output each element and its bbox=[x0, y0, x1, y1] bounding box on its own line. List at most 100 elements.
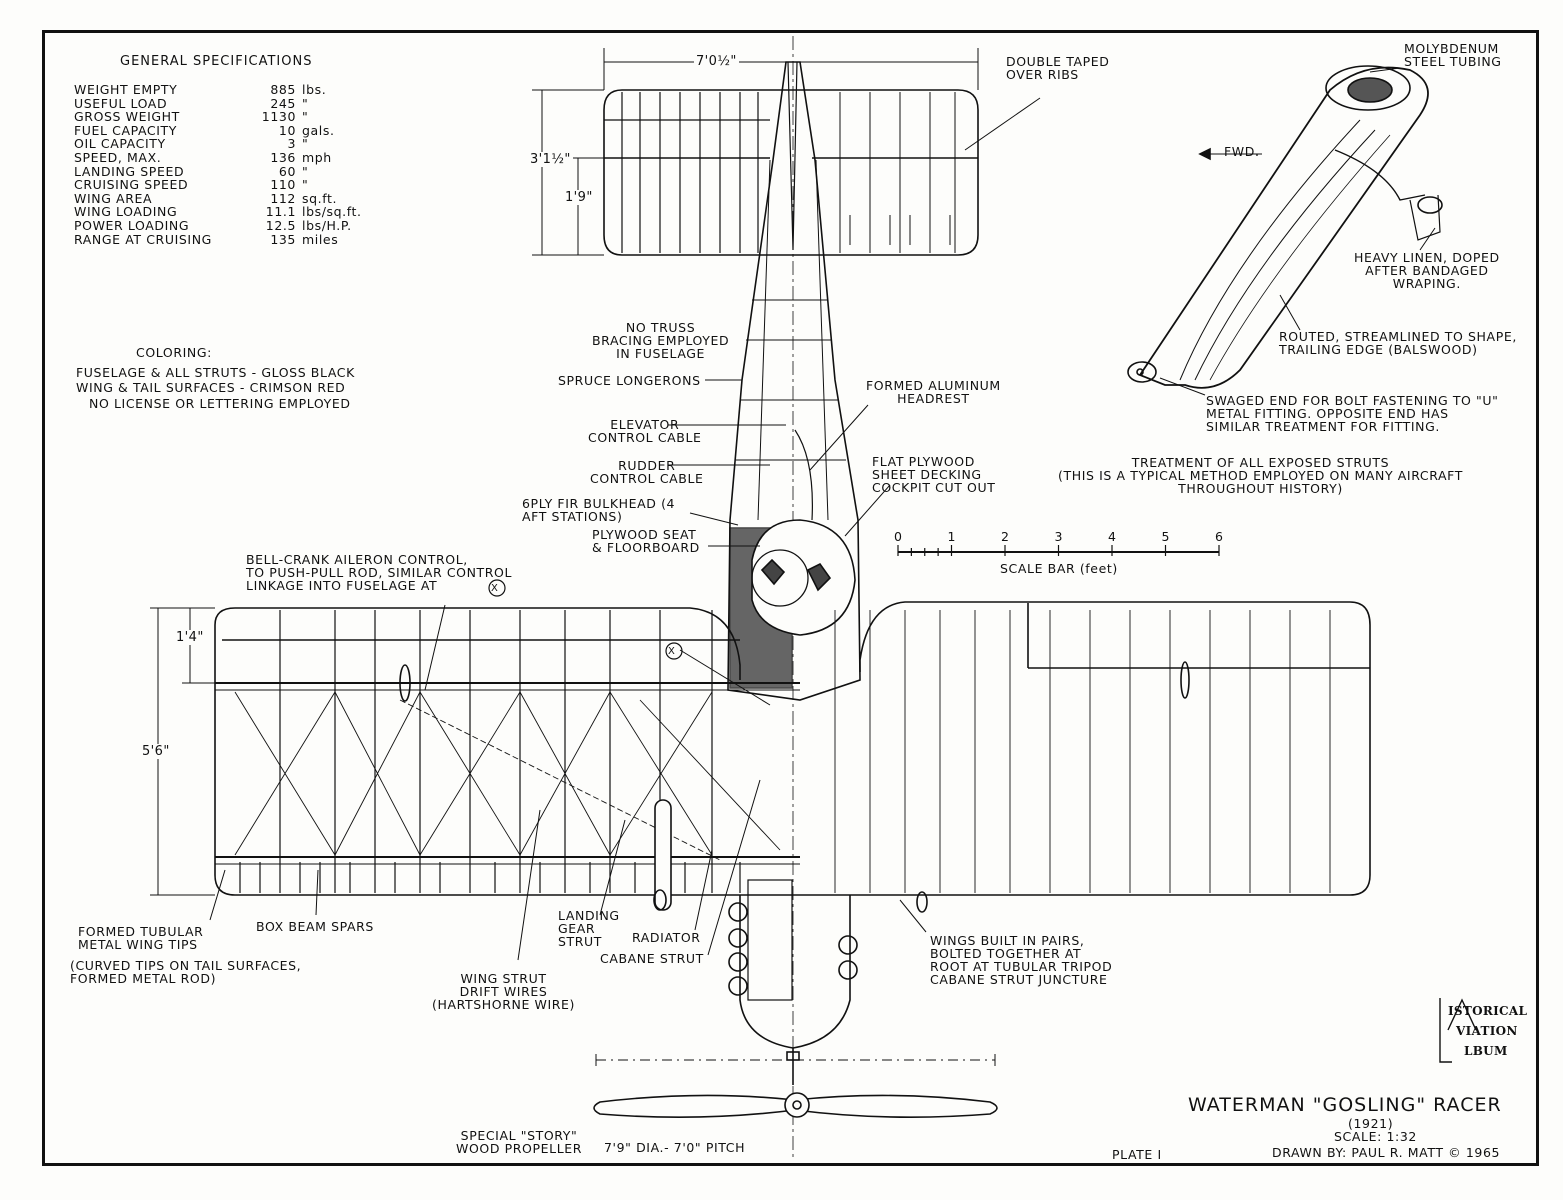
propeller bbox=[593, 1054, 998, 1118]
dimension-tail-chord: 3'1½" bbox=[528, 152, 573, 167]
spec-unit: lbs. bbox=[302, 82, 327, 97]
spec-row: RANGE AT CRUISING 135 miles bbox=[74, 231, 382, 247]
scale-tick-label: 2 bbox=[1001, 529, 1010, 544]
spec-value: 3 bbox=[287, 136, 296, 152]
spec-unit: sq.ft. bbox=[302, 190, 338, 206]
callout-headrest: FORMED ALUMINUM HEADREST bbox=[866, 378, 1001, 406]
scale-tick-label: 6 bbox=[1215, 529, 1224, 544]
callout-spruce-longerons: SPRUCE LONGERONS bbox=[558, 373, 701, 388]
spec-value: 135 bbox=[270, 231, 296, 247]
spec-label: WING LOADING bbox=[74, 204, 178, 220]
spec-unit: lbs/H.P. bbox=[302, 217, 352, 233]
dimension-elevator-chord: 1'9" bbox=[563, 190, 595, 205]
spec-unit: " bbox=[302, 177, 309, 193]
logo-line-2: VIATION bbox=[1456, 1024, 1518, 1038]
marker-x-label-wing: X bbox=[668, 646, 676, 657]
spec-label: POWER LOADING bbox=[74, 217, 190, 233]
drawing-scale: SCALE: 1:32 bbox=[1334, 1129, 1417, 1144]
engine-nose bbox=[728, 879, 858, 1085]
detail-heavy-linen: HEAVY LINEN, DOPED AFTER BANDAGED WRAPIN… bbox=[1354, 250, 1500, 291]
drawn-by: DRAWN BY: PAUL R. MATT © 1965 bbox=[1272, 1145, 1501, 1160]
spec-label: SPEED, MAX. bbox=[74, 149, 162, 165]
callout-wing-tips: FORMED TUBULAR METAL WING TIPS bbox=[78, 924, 204, 952]
coloring-line-1: FUSELAGE & ALL STRUTS - GLOSS BLACK bbox=[76, 365, 355, 380]
spec-label: RANGE AT CRUISING bbox=[74, 231, 212, 247]
spec-unit: miles bbox=[302, 231, 339, 247]
specifications-title: GENERAL SPECIFICATIONS bbox=[120, 54, 313, 69]
spec-row: WEIGHT EMPTY 885 lbs. bbox=[74, 83, 382, 97]
scale-tick-label: 0 bbox=[894, 529, 903, 544]
callout-prop-spec: 7'9" DIA.- 7'0" PITCH bbox=[604, 1140, 746, 1155]
spec-row: WING LOADING 11.1 lbs/sq.ft. bbox=[74, 205, 382, 219]
spec-value: 11.1 bbox=[265, 204, 296, 220]
callout-decking: FLAT PLYWOOD SHEET DECKING COCKPIT CUT O… bbox=[872, 454, 996, 495]
spec-unit: lbs/sq.ft. bbox=[302, 204, 362, 220]
callout-bulkhead: 6PLY FIR BULKHEAD (4 AFT STATIONS) bbox=[522, 496, 676, 524]
callout-no-truss: NO TRUSS BRACING EMPLOYED IN FUSELAGE bbox=[592, 320, 730, 361]
scale-tick-label: 5 bbox=[1161, 529, 1171, 544]
spec-value: 1130 bbox=[261, 109, 296, 125]
scale-bar bbox=[897, 545, 1220, 556]
spec-label: CRUISING SPEED bbox=[74, 177, 189, 193]
specifications-table: WEIGHT EMPTY 885 lbs. USEFUL LOAD 245 " GROSS … bbox=[74, 83, 382, 246]
spec-unit: " bbox=[302, 136, 309, 152]
spec-label: GROSS WEIGHT bbox=[74, 109, 180, 125]
callout-landing-gear: LANDING GEAR STRUT bbox=[558, 908, 620, 949]
spec-value: 885 bbox=[270, 82, 296, 97]
spec-label: USEFUL LOAD bbox=[74, 95, 168, 111]
callout-propeller: SPECIAL "STORY" WOOD PROPELLER bbox=[456, 1128, 583, 1156]
spec-value: 136 bbox=[270, 149, 296, 165]
left-wing-structure bbox=[214, 607, 800, 911]
dimension-tail-span: 7'0½" bbox=[694, 54, 739, 69]
dimension-wing-chord: 5'6" bbox=[140, 744, 172, 759]
spec-unit: mph bbox=[302, 149, 332, 165]
scale-tick-label: 4 bbox=[1108, 529, 1117, 544]
scale-bar-label: SCALE BAR (feet) bbox=[1000, 561, 1118, 576]
spec-value: 245 bbox=[270, 95, 296, 111]
spec-label: OIL CAPACITY bbox=[74, 136, 166, 152]
plate-number: PLATE I bbox=[1112, 1147, 1162, 1162]
marker-x-label: X bbox=[491, 583, 499, 594]
detail-treatment: TREATMENT OF ALL EXPOSED STRUTS (THIS IS… bbox=[1058, 455, 1463, 496]
right-wing-covered bbox=[800, 601, 1371, 913]
spec-value: 60 bbox=[278, 163, 296, 179]
spec-unit: " bbox=[302, 163, 309, 179]
spec-value: 12.5 bbox=[265, 217, 296, 233]
drawing-title: WATERMAN "GOSLING" RACER bbox=[1188, 1094, 1502, 1116]
spec-row: SPEED, MAX. 136 mph bbox=[74, 151, 382, 165]
fuselage bbox=[727, 61, 861, 701]
tail-plane bbox=[603, 89, 979, 256]
dimension-lines bbox=[150, 48, 979, 896]
callout-elevator-cable: ELEVATOR CONTROL CABLE bbox=[588, 417, 702, 445]
logo-mark bbox=[1439, 998, 1477, 1063]
callout-bell-crank: BELL-CRANK AILERON CONTROL, TO PUSH-PULL… bbox=[246, 552, 513, 593]
drawing-border bbox=[42, 30, 1539, 1166]
detail-swaged: SWAGED END FOR BOLT FASTENING TO "U" MET… bbox=[1206, 393, 1499, 434]
spec-value: 10 bbox=[278, 122, 296, 138]
drawing-year: (1921) bbox=[1348, 1116, 1394, 1131]
spec-row: OIL CAPACITY 3 " bbox=[74, 137, 382, 151]
spec-label: FUEL CAPACITY bbox=[74, 122, 178, 138]
spec-label: LANDING SPEED bbox=[74, 163, 185, 179]
spec-row: POWER LOADING 12.5 lbs/H.P. bbox=[74, 219, 382, 233]
callout-box-beam: BOX BEAM SPARS bbox=[256, 919, 374, 934]
detail-molybdenum: MOLYBDENUM STEEL TUBING bbox=[1404, 41, 1502, 69]
historical-aviation-album-logo: ISTORICAL VIATION LBUM bbox=[1436, 996, 1527, 1060]
coloring-title: COLORING: bbox=[136, 345, 212, 360]
callout-double-taped: DOUBLE TAPED OVER RIBS bbox=[1006, 54, 1110, 82]
spec-label: WEIGHT EMPTY bbox=[74, 82, 178, 97]
callout-drift-wires: WING STRUT DRIFT WIRES (HARTSHORNE WIRE) bbox=[432, 971, 576, 1012]
logo-line-1: ISTORICAL bbox=[1448, 1004, 1528, 1018]
dimension-aileron-chord: 1'4" bbox=[174, 630, 206, 645]
scale-tick-label: 3 bbox=[1054, 529, 1064, 544]
strut-detail-illustration bbox=[1127, 65, 1443, 396]
callout-wings-built: WINGS BUILT IN PAIRS, BOLTED TOGETHER AT… bbox=[930, 933, 1113, 987]
spec-label: WING AREA bbox=[74, 190, 153, 206]
spec-row: LANDING SPEED 60 " bbox=[74, 163, 382, 179]
